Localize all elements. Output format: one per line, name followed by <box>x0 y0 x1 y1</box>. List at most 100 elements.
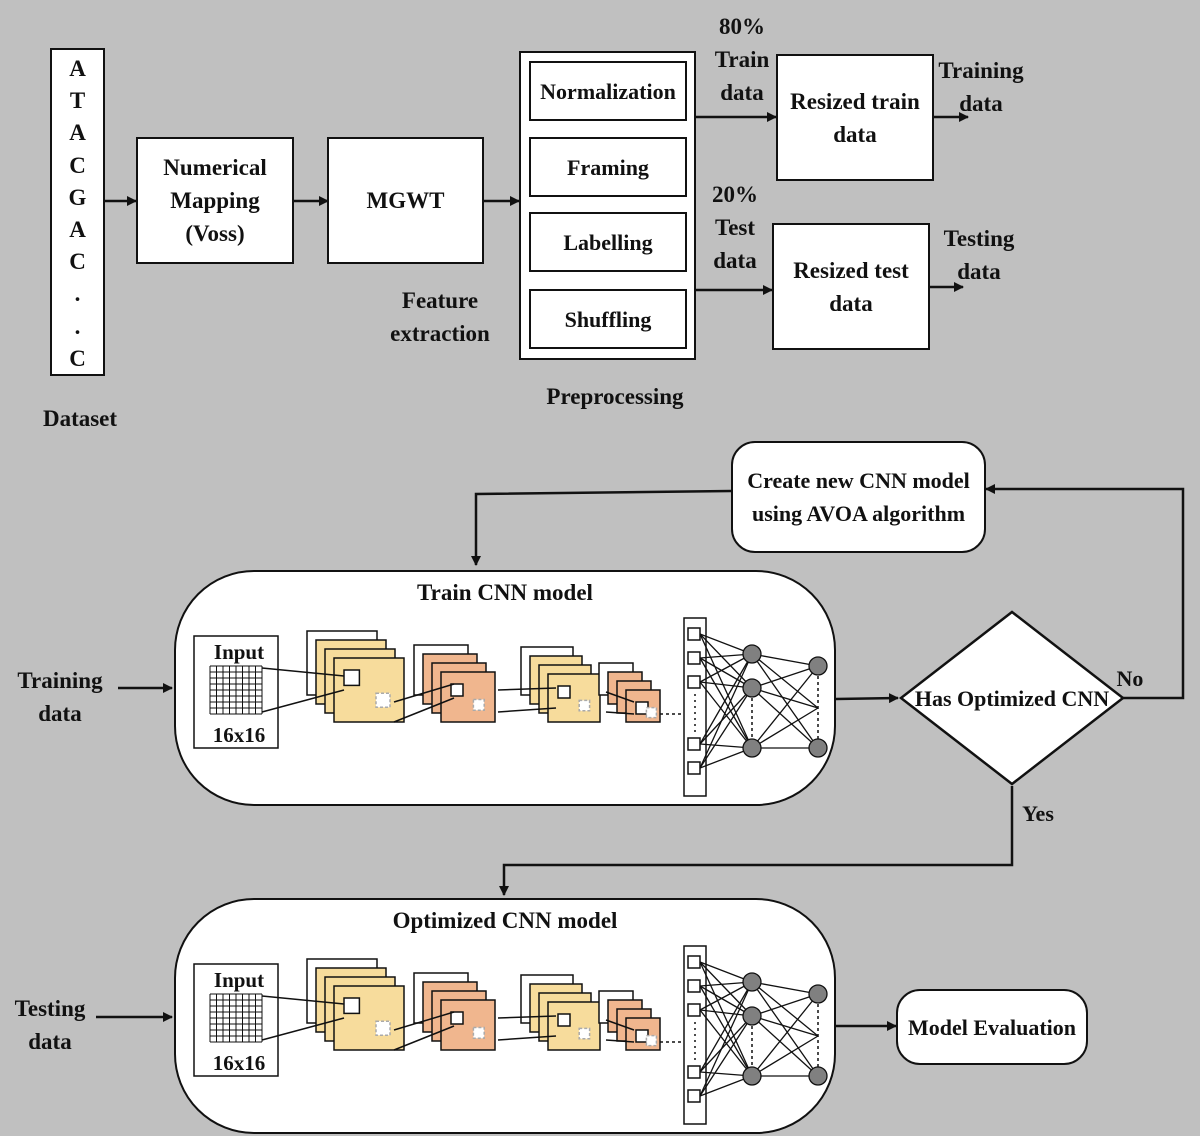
dense-connection <box>751 1015 819 1077</box>
receptive-field-line <box>605 1039 635 1043</box>
train-split-label: 80% Train data <box>702 10 782 109</box>
kernel-square <box>557 1013 571 1027</box>
kernel-dashed-square <box>578 1027 591 1040</box>
flatten-unit <box>687 1065 701 1079</box>
training-input-line1: Training <box>17 668 103 693</box>
dense-connection <box>699 1015 753 1097</box>
kernel-square <box>343 997 361 1015</box>
dataset-letter: T <box>69 88 86 114</box>
dense-connection <box>751 707 819 749</box>
hidden-node <box>742 644 762 664</box>
optimized-size-label: 16x16 <box>212 1051 266 1075</box>
resized-test-line1: Resized test <box>793 257 909 283</box>
receptive-field-line <box>605 691 635 703</box>
dense-connection <box>699 687 753 745</box>
flatten-unit <box>687 1089 701 1103</box>
dense-connection <box>751 665 819 749</box>
receptive-field-line <box>393 1025 455 1051</box>
flatten-unit <box>687 737 701 751</box>
resized-train-line1: Resized train <box>790 88 920 114</box>
mgwt-box: MGWT <box>327 137 484 264</box>
decision-no-label: No <box>1116 666 1144 691</box>
train-panel-title: Train CNN model <box>417 580 593 605</box>
dense-connection <box>699 981 753 1011</box>
dense-connection <box>751 653 819 709</box>
numerical-mapping-line3: (Voss) <box>185 221 245 246</box>
testing-data-output: Testing data <box>935 222 1023 288</box>
training-output-line1: Training <box>938 58 1024 83</box>
hidden-node <box>742 1066 762 1086</box>
testing-data-input: Testing data <box>0 992 100 1058</box>
kernel-square <box>557 685 571 699</box>
dense-connection <box>751 981 819 995</box>
kernel-square <box>450 1011 464 1025</box>
dense-connection <box>751 653 819 749</box>
flatten-unit <box>687 627 701 641</box>
dense-connection <box>751 1035 819 1077</box>
train-split-line1: Train <box>714 47 770 72</box>
decision-label: Has Optimized CNN <box>914 686 1110 711</box>
feature-extraction-caption: Feature extraction <box>370 284 510 350</box>
resized-train-line2: data <box>833 121 877 147</box>
dense-connection <box>699 633 753 689</box>
kernel-dashed-square <box>472 1026 485 1040</box>
training-data-output: Training data <box>935 54 1027 120</box>
optimized-cnn-architecture <box>193 945 828 1125</box>
dense-connection <box>699 681 753 749</box>
dense-connection <box>699 633 753 749</box>
dense-connection <box>699 985 753 1017</box>
receptive-field-line <box>497 687 557 691</box>
preprocess-labelling: Labelling <box>529 212 687 272</box>
flatten-unit <box>687 761 701 775</box>
dense-connection <box>699 1009 753 1077</box>
receptive-field-line <box>605 711 635 715</box>
resized-train-box: Resized train data <box>776 54 934 181</box>
hidden-node <box>742 972 762 992</box>
feature-map-layer-2 <box>440 671 496 723</box>
feature-extraction-line1: Feature <box>401 288 479 313</box>
dense-connection <box>751 981 819 1077</box>
dataset-letter: . <box>74 313 81 339</box>
preprocessing-caption: Preprocessing <box>546 384 684 409</box>
arrow-yes-path <box>499 786 1014 896</box>
dense-connection <box>751 993 819 1077</box>
dataset-letter: . <box>74 281 81 307</box>
dense-connection <box>699 653 753 745</box>
feature-map-layer-2 <box>440 999 496 1051</box>
arrow-create-to-train <box>471 489 732 566</box>
training-input-line2: data <box>38 701 82 726</box>
numerical-mapping-line2: Mapping <box>170 188 260 213</box>
receptive-field-line <box>497 1015 557 1019</box>
decision-diamond <box>898 610 1126 786</box>
kernel-square <box>343 669 361 687</box>
optimized-panel-title: Optimized CNN model <box>392 908 618 933</box>
feature-map-layer-1 <box>333 985 405 1051</box>
optimized-input-label: Input <box>213 968 265 992</box>
feature-map-layer-3 <box>547 1001 601 1051</box>
feature-map-layer-1 <box>333 657 405 723</box>
output-node <box>808 738 828 758</box>
receptive-field-line <box>261 995 345 1005</box>
dataset-letter: C <box>69 249 86 275</box>
receptive-field-line <box>497 1035 557 1041</box>
flatten-unit <box>687 675 701 689</box>
kernel-dashed-square <box>645 706 658 719</box>
arrow-no-loop <box>985 484 1185 700</box>
dense-connection <box>699 653 753 769</box>
create-model-line1: Create new CNN model <box>747 468 970 493</box>
dataset-letter: G <box>68 184 87 210</box>
training-output-line2: data <box>959 91 1003 116</box>
dataset-letter: C <box>69 152 86 178</box>
optimized-cnn-panel: Optimized CNN model Input 16x16 <box>174 898 836 1134</box>
dense-connection <box>699 653 753 683</box>
dense-connection <box>751 993 819 1017</box>
preprocessing-group: Normalization Framing Labelling Shufflin… <box>519 51 696 360</box>
flatten-unit <box>687 955 701 969</box>
model-evaluation-box: Model Evaluation <box>896 989 1088 1065</box>
kernel-dashed-square <box>645 1034 658 1047</box>
receptive-field-line <box>261 667 345 677</box>
dataset-letter: A <box>69 120 86 146</box>
dense-connection <box>751 665 819 689</box>
